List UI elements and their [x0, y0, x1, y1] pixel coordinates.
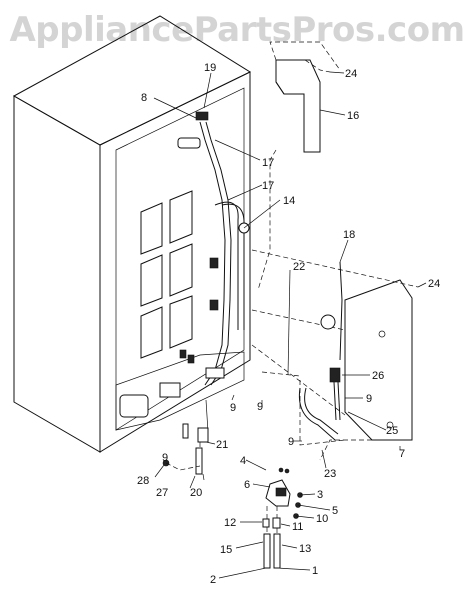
callout-10: 10 [316, 513, 328, 525]
callout-23: 23 [324, 468, 336, 480]
access-panel-7 [344, 279, 413, 441]
callout-2: 2 [210, 574, 216, 586]
callout-28: 28 [137, 475, 149, 487]
callout-20: 20 [190, 487, 202, 499]
callout-14: 14 [283, 195, 295, 207]
fitting-12 [262, 518, 270, 528]
callout-3: 3 [317, 489, 323, 501]
callout-17-upper: 17 [262, 157, 274, 169]
top-tube-clip [195, 111, 209, 121]
callout-9-right: 9 [366, 393, 372, 405]
callout-17-lower: 17 [262, 180, 274, 192]
drain-fitting [179, 349, 187, 359]
callout-15: 15 [220, 544, 232, 556]
tube-grommet [205, 367, 225, 379]
callout-11: 11 [292, 521, 303, 533]
condenser-fan [159, 382, 181, 398]
pipe-15 [263, 533, 271, 569]
fitting-11 [272, 517, 281, 529]
refrigerator-cabinet [12, 15, 252, 453]
callout-24-right: 24 [428, 278, 440, 290]
callout-5: 5 [332, 505, 338, 517]
callout-9-left: 9 [162, 452, 168, 464]
callout-13: 13 [299, 543, 311, 555]
callout-labels: 24 16 19 8 17 17 14 18 22 24 26 9 25 7 2… [137, 62, 440, 586]
valve-body-6 [275, 487, 287, 497]
callout-8: 8 [141, 92, 147, 104]
callout-26: 26 [372, 370, 384, 382]
cabinet-panel-grid [140, 190, 193, 359]
callout-9-lower: 9 [288, 436, 294, 448]
lower-mounting-parts [162, 423, 209, 475]
callout-12: 12 [224, 517, 236, 529]
callout-22: 22 [293, 261, 305, 273]
inlet-valve [329, 367, 341, 383]
water-valve-assembly [298, 261, 343, 441]
inlet-valve-exploded [262, 467, 303, 569]
callout-19: 19 [204, 62, 216, 74]
leader-lines [153, 71, 427, 579]
callout-21: 21 [216, 439, 228, 451]
callout-27: 27 [156, 487, 168, 499]
callout-18: 18 [343, 229, 355, 241]
callout-16: 16 [347, 110, 359, 122]
screw-4 [278, 467, 284, 473]
callout-9-center-right: 9 [257, 401, 263, 413]
pipe-13 [273, 533, 281, 569]
water-tubing [177, 111, 250, 386]
clip-21 [197, 427, 209, 443]
callout-7: 7 [399, 448, 405, 460]
callout-24-top: 24 [345, 68, 357, 80]
cover-plate-16 [275, 59, 321, 153]
callout-4: 4 [240, 455, 246, 467]
callout-25: 25 [386, 425, 398, 437]
callout-1: 1 [312, 565, 318, 577]
tube-clamp [177, 137, 201, 149]
callout-6: 6 [244, 479, 250, 491]
tube-insert-20 [195, 447, 203, 475]
valve-solenoid [320, 314, 336, 330]
compressor [119, 394, 149, 418]
callout-9-center: 9 [230, 402, 236, 414]
